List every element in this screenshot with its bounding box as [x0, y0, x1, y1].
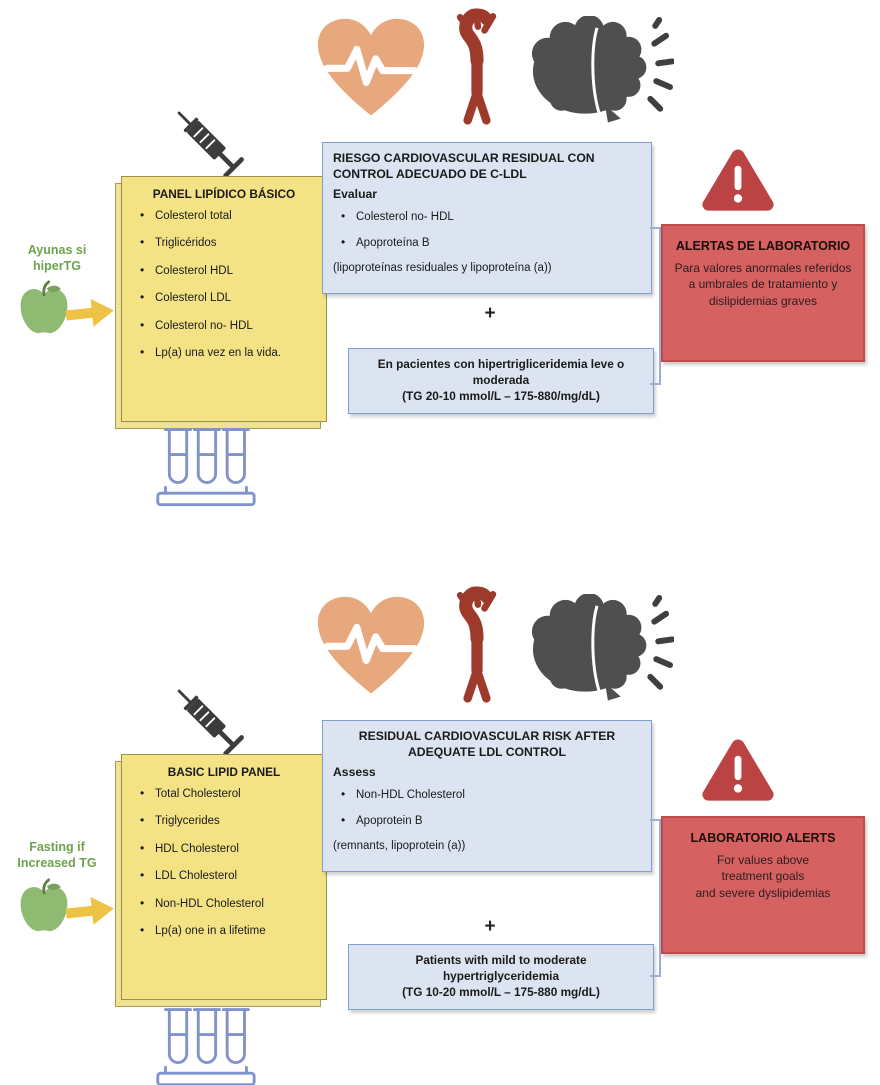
artery-icon	[447, 6, 507, 128]
list-item: Colesterol LDL	[140, 290, 318, 305]
plus-sign: +	[484, 303, 496, 324]
arrow-right-icon	[62, 292, 117, 333]
list-item: Total Cholesterol	[140, 786, 318, 801]
list-item: Triglycerides	[140, 813, 318, 828]
arrow-right-icon	[62, 890, 117, 931]
htg-box: Patients with mild to moderate hypertrig…	[348, 944, 654, 1010]
list-item: Lp(a) una vez en la vida.	[140, 345, 318, 360]
list-item: HDL Cholesterol	[140, 841, 318, 856]
htg-line-2: (TG 20-10 mmol/L – 175-880/mg/dL)	[402, 388, 600, 403]
heart-ecg-icon	[312, 14, 430, 123]
lipid-panel-list: Total Cholesterol Triglycerides HDL Chol…	[130, 786, 318, 938]
lipid-panel-box: PANEL LIPÍDICO BÁSICO Colesterol total T…	[121, 176, 327, 422]
list-item: Colesterol no- HDL	[341, 209, 641, 224]
risk-box-note: (remnants, lipoprotein (a))	[333, 840, 466, 853]
artery-icon	[447, 584, 507, 706]
panel-spanish: Ayunas si hiperTG PANEL LIPÍDICO BÁSICO …	[0, 0, 880, 545]
syringe-icon	[166, 678, 256, 768]
list-item: Colesterol HDL	[140, 263, 318, 278]
risk-box-subtitle: Evaluar	[333, 186, 378, 201]
risk-box: RIESGO CARDIOVASCULAR RESIDUAL CON CONTR…	[322, 142, 652, 294]
htg-line-1: En pacientes con hipertrigliceridemia le…	[377, 357, 625, 387]
warning-triangle-icon	[700, 736, 776, 804]
test-tubes-icon	[152, 998, 258, 1085]
lipid-panel-list: Colesterol total Triglicéridos Colestero…	[130, 208, 318, 360]
htg-box: En pacientes con hipertrigliceridemia le…	[348, 348, 654, 414]
panel-english: Fasting if Increased TG BASIC LIPID PANE…	[0, 578, 880, 1085]
syringe-icon	[166, 100, 256, 190]
lipid-panel-title: BASIC LIPID PANEL	[167, 765, 281, 779]
list-item: Apoprotein B	[341, 813, 641, 828]
list-item: Lp(a) one in a lifetime	[140, 923, 318, 938]
list-item: Triglicéridos	[140, 235, 318, 250]
risk-box-title: RESIDUAL CARDIOVASCULAR RISK AFTER ADEQU…	[358, 729, 616, 759]
risk-box: RESIDUAL CARDIOVASCULAR RISK AFTER ADEQU…	[322, 720, 652, 872]
risk-box-list: Non-HDL Cholesterol Apoprotein B	[333, 787, 641, 829]
risk-box-subtitle: Assess	[333, 764, 376, 779]
heart-ecg-icon	[312, 592, 430, 701]
plus-sign: +	[484, 916, 496, 937]
lipid-panel-box: BASIC LIPID PANEL Total Cholesterol Trig…	[121, 754, 327, 1000]
apple-icon	[16, 280, 72, 340]
alert-box: LABORATORIO ALERTS For values above trea…	[661, 816, 865, 954]
htg-line-1: Patients with mild to moderate hypertrig…	[415, 953, 587, 983]
risk-box-title: RIESGO CARDIOVASCULAR RESIDUAL CON CONTR…	[333, 151, 595, 181]
list-item: LDL Cholesterol	[140, 868, 318, 883]
alert-box-body: Para valores anormales referidos a umbra…	[674, 261, 852, 308]
risk-box-note: (lipoproteínas residuales y lipoproteína…	[333, 262, 552, 275]
warning-triangle-icon	[700, 146, 776, 214]
htg-line-2: (TG 10-20 mmol/L – 175-880 mg/dL)	[402, 984, 600, 999]
list-item: Non-HDL Cholesterol	[341, 787, 641, 802]
alert-box-body: For values above treatment goals and sev…	[695, 853, 831, 900]
test-tubes-icon	[152, 418, 258, 511]
fasting-note: Fasting if Increased TG	[17, 840, 97, 870]
list-item: Non-HDL Cholesterol	[140, 895, 318, 910]
alert-box: ALERTAS DE LABORATORIO Para valores anor…	[661, 224, 865, 362]
list-item: Colesterol total	[140, 208, 318, 223]
alert-box-title: ALERTAS DE LABORATORIO	[675, 239, 851, 253]
lipid-panel-title: PANEL LIPÍDICO BÁSICO	[152, 187, 296, 201]
brain-icon	[526, 594, 674, 705]
risk-box-list: Colesterol no- HDL Apoproteína B	[333, 209, 641, 251]
list-item: Apoproteína B	[341, 235, 641, 250]
alert-box-title: LABORATORIO ALERTS	[690, 831, 836, 845]
fasting-note: Ayunas si hiperTG	[27, 243, 87, 273]
apple-icon	[16, 878, 72, 938]
list-item: Colesterol no- HDL	[140, 317, 318, 332]
brain-icon	[526, 16, 674, 127]
